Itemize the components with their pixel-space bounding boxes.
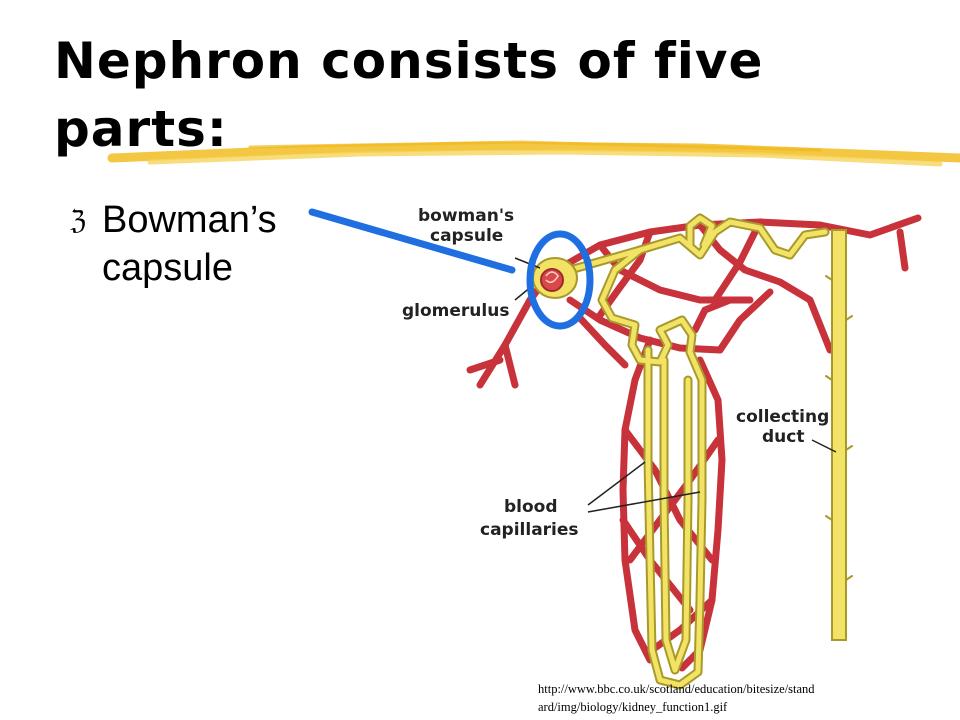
source-url-line-2: ard/img/biology/kidney_function1.gif (538, 700, 728, 714)
source-url: http://www.bbc.co.uk/scotland/education/… (538, 680, 908, 716)
slide-title-line-1: Nephron consists of five (54, 32, 764, 90)
label-bowmans-capsule-line-1: bowman's (418, 206, 514, 226)
bullet-z-icon: ℨ (70, 206, 87, 236)
highlight-circle (526, 230, 594, 330)
bullet-text-line-2: capsule (102, 247, 233, 289)
source-url-line-1: http://www.bbc.co.uk/scotland/education/… (538, 682, 815, 696)
label-blood-capillaries-line-2: capillaries (480, 520, 579, 540)
slide-title-line-2: parts: (54, 100, 228, 158)
label-collecting-duct-line-1: collecting (736, 407, 829, 427)
label-glomerulus: glomerulus (402, 301, 509, 321)
renal-tubule (565, 213, 830, 690)
bullet-text-line-1: Bowman’s (102, 199, 277, 241)
collecting-duct (825, 229, 853, 641)
label-bowmans-capsule-line-2: capsule (430, 226, 503, 246)
label-collecting-duct-line-2: duct (762, 427, 804, 447)
glomerulus-shape (540, 268, 564, 292)
label-blood-capillaries-line-1: blood (504, 497, 558, 517)
highlight-annotation (308, 208, 594, 330)
highlight-pointer-line (308, 208, 516, 274)
